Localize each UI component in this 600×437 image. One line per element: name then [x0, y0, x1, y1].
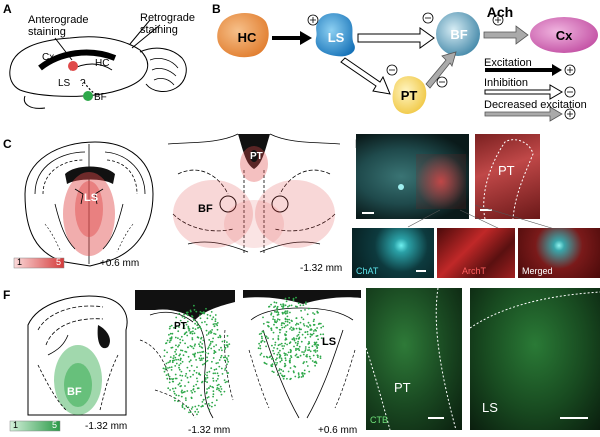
ls-label-c: LS: [84, 192, 99, 204]
cx-label: Cx: [42, 52, 55, 63]
node-ach: Ach: [486, 4, 514, 20]
micrograph-pt-zoom: [475, 134, 540, 219]
ls-label-g: LS: [322, 336, 337, 348]
heat-scale-red: [13, 257, 65, 269]
ls-label-a: LS: [58, 78, 71, 89]
bf-label-d: BF: [198, 203, 213, 215]
scale-min-c: 1: [17, 257, 23, 267]
micrograph-overview: [356, 134, 469, 219]
pt-label-g: PT: [174, 321, 187, 332]
node-pt: PT: [400, 87, 418, 103]
scale-min-f: 1: [13, 420, 19, 430]
coronal-section-bf-pt: [158, 133, 350, 259]
sagittal-brain-diagram: [9, 19, 187, 109]
scalebar-h2: [560, 417, 588, 419]
coronal-section-bf: [27, 295, 128, 416]
coord-g-right: +0.6 mm: [318, 425, 358, 436]
scalebar-e2: [480, 209, 492, 211]
scale-max-f: 5: [52, 420, 58, 430]
micrograph-ctb-pt: [366, 288, 462, 430]
scale-max-c: 5: [56, 257, 62, 267]
scalebar-e3: [416, 270, 426, 272]
panel-label-f: F: [3, 288, 11, 302]
coord-g-left: -1.32 mm: [188, 425, 231, 436]
bf-label-a: BF: [94, 92, 107, 103]
legend-excitation: Excitation: [484, 57, 532, 69]
micrograph-chat: [352, 228, 434, 278]
bf-label-f: BF: [67, 386, 82, 398]
ls-label-h: LS: [482, 400, 498, 415]
tracing-map-ls: [243, 290, 361, 419]
node-hc: HC: [237, 29, 257, 45]
micrograph-archt: [437, 228, 515, 278]
scalebar-h1: [428, 417, 444, 419]
coord-d: -1.32 mm: [300, 263, 343, 274]
circuit-diagram: [217, 12, 598, 122]
panel-label-b: B: [212, 2, 221, 16]
node-bf: BF: [450, 26, 468, 42]
micrograph-merged: [518, 228, 600, 278]
pt-label-e: PT: [498, 163, 515, 178]
heat-scale-green: [9, 420, 61, 432]
chat-label: ChAT: [356, 266, 379, 276]
coronal-section-ls: [24, 141, 154, 267]
node-ls: LS: [327, 29, 345, 45]
scalebar-e1: [362, 212, 374, 214]
panel-label-c: C: [3, 137, 12, 151]
merged-label: Merged: [522, 266, 553, 276]
coord-f: -1.32 mm: [85, 421, 128, 432]
micrograph-ctb-ls: [470, 288, 600, 430]
panel-label-a: A: [3, 2, 12, 16]
pt-label-h: PT: [394, 380, 411, 395]
legend-inhibition: Inhibition: [484, 77, 529, 89]
retrograde-label: Retrograde staining: [140, 12, 196, 36]
coord-c: +0.6 mm: [100, 258, 140, 269]
zoom-lines-e: [407, 204, 559, 231]
anterograde-label: Anterograde staining: [28, 14, 89, 38]
node-cx: Cx: [555, 27, 573, 43]
ctb-label: CTB: [370, 415, 388, 425]
hc-label: HC: [95, 58, 110, 69]
archt-label: ArchT: [462, 266, 487, 276]
pt-label-d: PT: [250, 151, 263, 162]
question-label: ?: [80, 78, 86, 89]
legend-decreased-excitation: Decreased excitation: [484, 99, 587, 111]
tracing-map-pt: [135, 290, 235, 419]
